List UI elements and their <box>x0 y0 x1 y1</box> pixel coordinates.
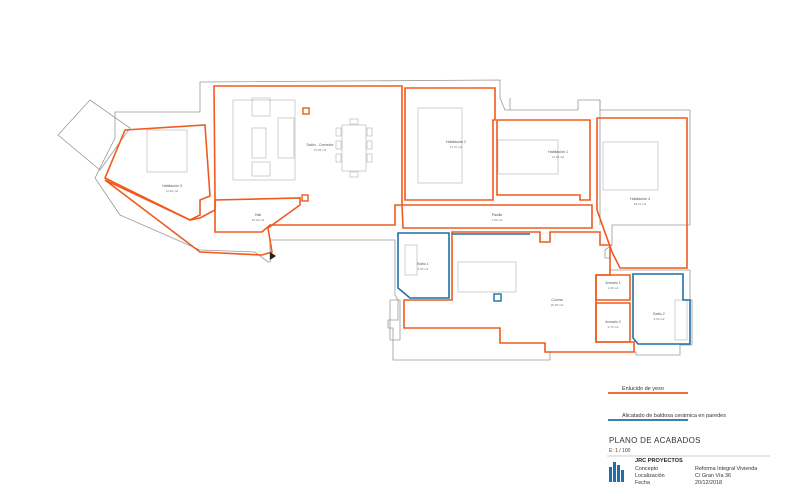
plaster-hab4 <box>596 117 688 269</box>
bed-hab1 <box>497 139 559 175</box>
bathtub-bano1 <box>404 244 418 276</box>
room-label-armario1: Armario 1 <box>605 281 621 285</box>
coffee-table <box>251 127 267 159</box>
furniture <box>146 97 688 341</box>
bed-hab4 <box>602 141 659 191</box>
shower-bano2 <box>674 299 688 341</box>
field-label-localizacion: Localización <box>635 473 665 479</box>
bed-hab2 <box>417 107 463 184</box>
room-area-hall: 10,30 m2 <box>252 218 265 222</box>
plaster-cocina <box>403 231 635 353</box>
plaster-hab1 <box>496 119 591 201</box>
field-value-fecha: 20/12/2018 <box>695 480 722 486</box>
plaster-salon <box>213 85 403 233</box>
plaster-column <box>301 194 309 202</box>
room-label-cocina: Cocina <box>551 298 562 302</box>
room-area-cocina: 20,00 m2 <box>551 303 564 307</box>
armchair-top <box>251 97 271 117</box>
room-area-bano1: 5,00 m2 <box>418 267 429 271</box>
title-block: PLANO DE ACABADOS E: 1 / 100 JRC PROYECT… <box>607 436 770 486</box>
dining-table <box>341 124 367 172</box>
room-label-bano2: Baño 2 <box>653 312 664 316</box>
plaster-column <box>302 107 310 115</box>
sofa-area <box>232 99 296 181</box>
tile-bano2 <box>632 273 691 345</box>
field-label-fecha: Fecha <box>635 480 650 486</box>
room-label-pasillo: Pasillo <box>492 213 503 217</box>
plaster-hab2 <box>404 87 496 201</box>
plaster-hall <box>104 179 301 256</box>
firm-name: JRC PROYECTOS <box>635 458 683 464</box>
plan-title: PLANO DE ACABADOS <box>609 436 701 445</box>
room-area-hab3: 11,40 m2 <box>166 189 179 193</box>
plaster-outline <box>103 85 688 353</box>
sofa <box>277 117 295 159</box>
legend-label-plaster: Enlucido de yeso <box>622 386 664 392</box>
plaster-armario1 <box>595 274 631 301</box>
room-area-pasillo: 7,60 m2 <box>492 218 503 222</box>
kitchen-island <box>457 261 517 293</box>
room-label-hall: Hall <box>255 213 261 217</box>
room-area-salon: 37,95 m2 <box>314 148 327 152</box>
room-area-armario1: 1,30 m2 <box>608 286 619 290</box>
room-area-hab4: 18,10 m2 <box>634 202 647 206</box>
plan-scale: E: 1 / 100 <box>609 448 631 454</box>
field-value-localizacion: C/ Gran Vía 36 <box>695 473 731 479</box>
plaster-armario2 <box>595 302 631 343</box>
room-label-hab3: Habitación 3 <box>162 184 182 188</box>
tile-bano1 <box>397 232 450 299</box>
room-area-bano2: 5,00 m2 <box>654 317 665 321</box>
legend: Enlucido de yeso Alicatado de baldosa ce… <box>608 386 726 421</box>
tile-outline <box>397 232 691 345</box>
room-label-bano1: Baño 1 <box>417 262 428 266</box>
room-label-salon: Salón - Comedor <box>306 143 334 147</box>
room-label-hab4: Habitación 4 <box>630 197 650 201</box>
field-label-concepto: Concepto <box>635 466 658 472</box>
bed-hab3 <box>146 129 188 173</box>
room-label-hab1: Habitación 1 <box>548 150 568 154</box>
room-label-hab2: Habitación 2 <box>446 140 466 144</box>
plaster-hab3 <box>103 124 211 221</box>
legend-label-tile: Alicatado de baldosa cerámica en paredes <box>622 413 726 419</box>
room-area-hab1: 11,30 m2 <box>552 155 565 159</box>
entrance-arrow-icon <box>270 252 276 260</box>
room-area-hab2: 11,70 m2 <box>450 145 463 149</box>
field-value-concepto: Reforma Integral Vivienda <box>695 466 757 472</box>
tile-column <box>493 293 502 302</box>
room-labels: Habitación 3 11,40 m2 Salón - Comedor 37… <box>162 140 665 329</box>
plaster-pasillo <box>401 204 593 229</box>
room-label-armario2: Armario 2 <box>605 320 621 324</box>
firm-logo-icon <box>609 462 624 482</box>
room-area-armario2: 2,70 m2 <box>608 325 619 329</box>
armchair-bottom <box>251 161 271 177</box>
